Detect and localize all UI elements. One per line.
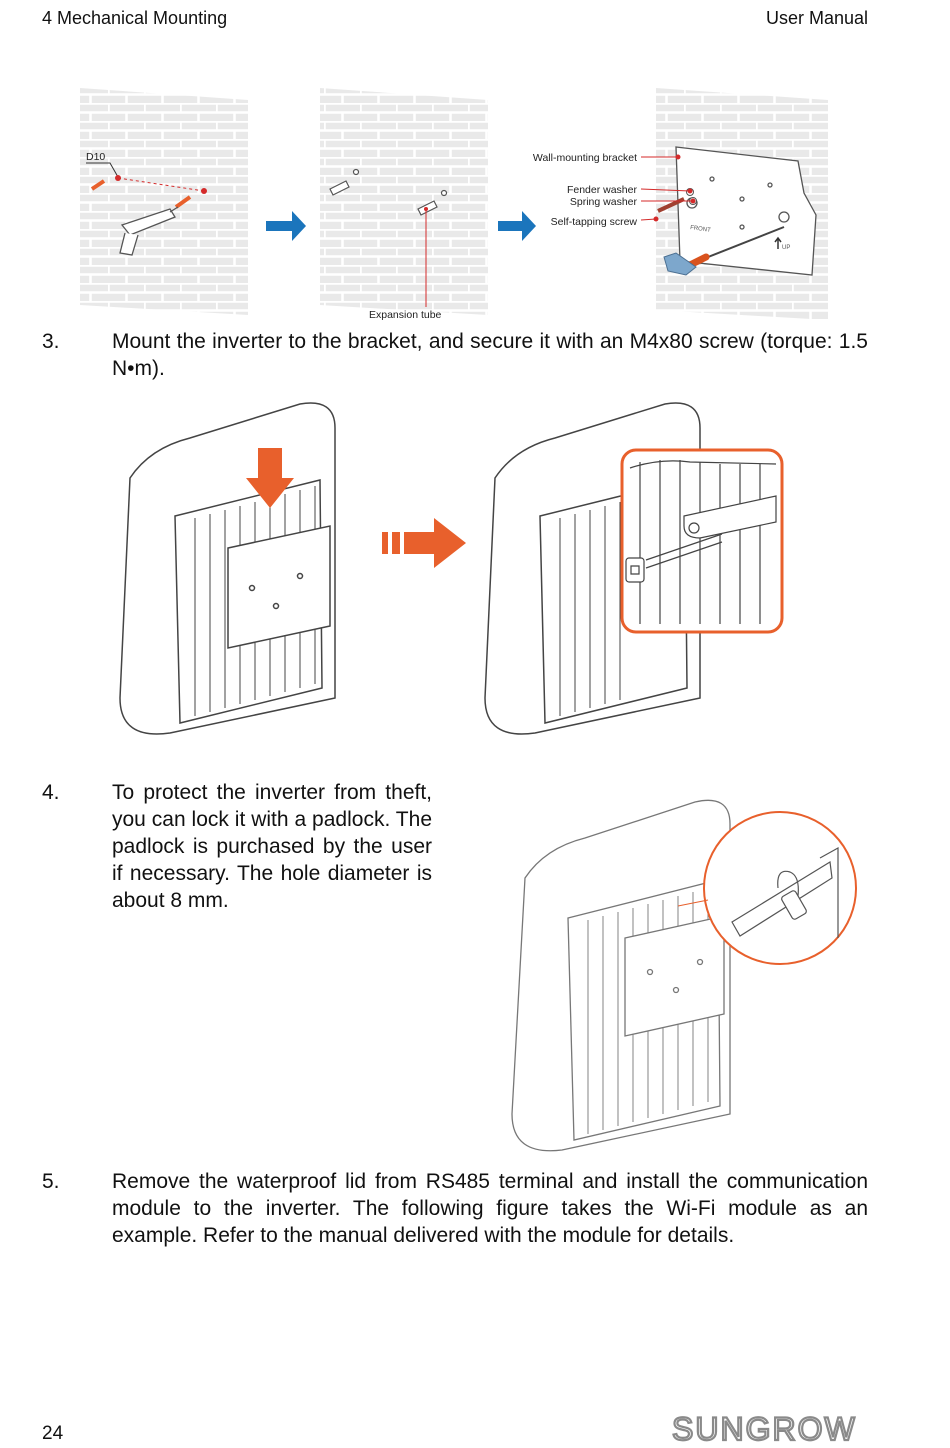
drill-arrow-icon <box>90 179 106 191</box>
padlock-detail-callout <box>703 811 857 965</box>
wall-panel-expansion-tube: Expansion tube <box>320 88 488 320</box>
wall-panel-drilling: D10 <box>80 88 248 315</box>
figure-padlock <box>511 799 857 1152</box>
step-text: Remove the waterproof lid from RS485 ter… <box>112 1170 868 1247</box>
step-3: 3. Mount the inverter to the bracket, an… <box>42 328 868 384</box>
chapter-title: 4 Mechanical Mounting <box>42 8 228 28</box>
screwdriver-icon <box>663 226 785 276</box>
page-number: 24 <box>42 1423 64 1444</box>
up-mark-label: UP <box>782 245 790 251</box>
step-5: 5. Remove the waterproof lid from RS485 … <box>42 1168 868 1280</box>
figure-inverter-mounting <box>119 402 784 735</box>
figure-bracket-mounting: D10 Expansion tube <box>80 88 828 320</box>
bracket-label: Wall-mounting bracket <box>533 152 637 164</box>
drill-icon <box>119 206 179 256</box>
spring-washer-label: Spring washer <box>570 196 638 208</box>
screw-detail-callout <box>620 448 784 634</box>
document-type: User Manual <box>765 8 868 28</box>
screw-label: Self-tapping screw <box>551 216 638 228</box>
down-arrow-icon <box>246 448 294 508</box>
inverter-icon <box>119 402 336 735</box>
next-step-arrow-icon <box>382 518 466 568</box>
step-text: Mount the inverter to the bracket, and s… <box>112 330 868 380</box>
step-number: 4. <box>42 781 60 804</box>
svg-text:SUNGROW: SUNGROW <box>672 1411 857 1445</box>
up-arrow-icon <box>774 236 782 249</box>
expansion-tube-label: Expansion tube <box>369 309 442 320</box>
fender-washer-label: Fender washer <box>567 184 638 196</box>
step-number: 5. <box>42 1170 60 1193</box>
step-4: 4. To protect the inverter from theft, y… <box>42 779 434 949</box>
d10-label: D10 <box>86 151 105 163</box>
drill-arrow-icon <box>174 195 192 209</box>
wall-bracket-icon <box>675 146 817 276</box>
sungrow-logo: SUNGROW <box>672 1411 857 1445</box>
next-step-arrow-icon <box>498 211 536 241</box>
step-number: 3. <box>42 330 60 353</box>
next-step-arrow-icon <box>266 211 306 241</box>
step-text: To protect the inverter from theft, you … <box>112 781 432 912</box>
front-mark-label: FRONT <box>690 225 712 234</box>
wall-panel-bracket: FRONT UP <box>640 88 828 320</box>
inverter-icon <box>511 799 731 1152</box>
